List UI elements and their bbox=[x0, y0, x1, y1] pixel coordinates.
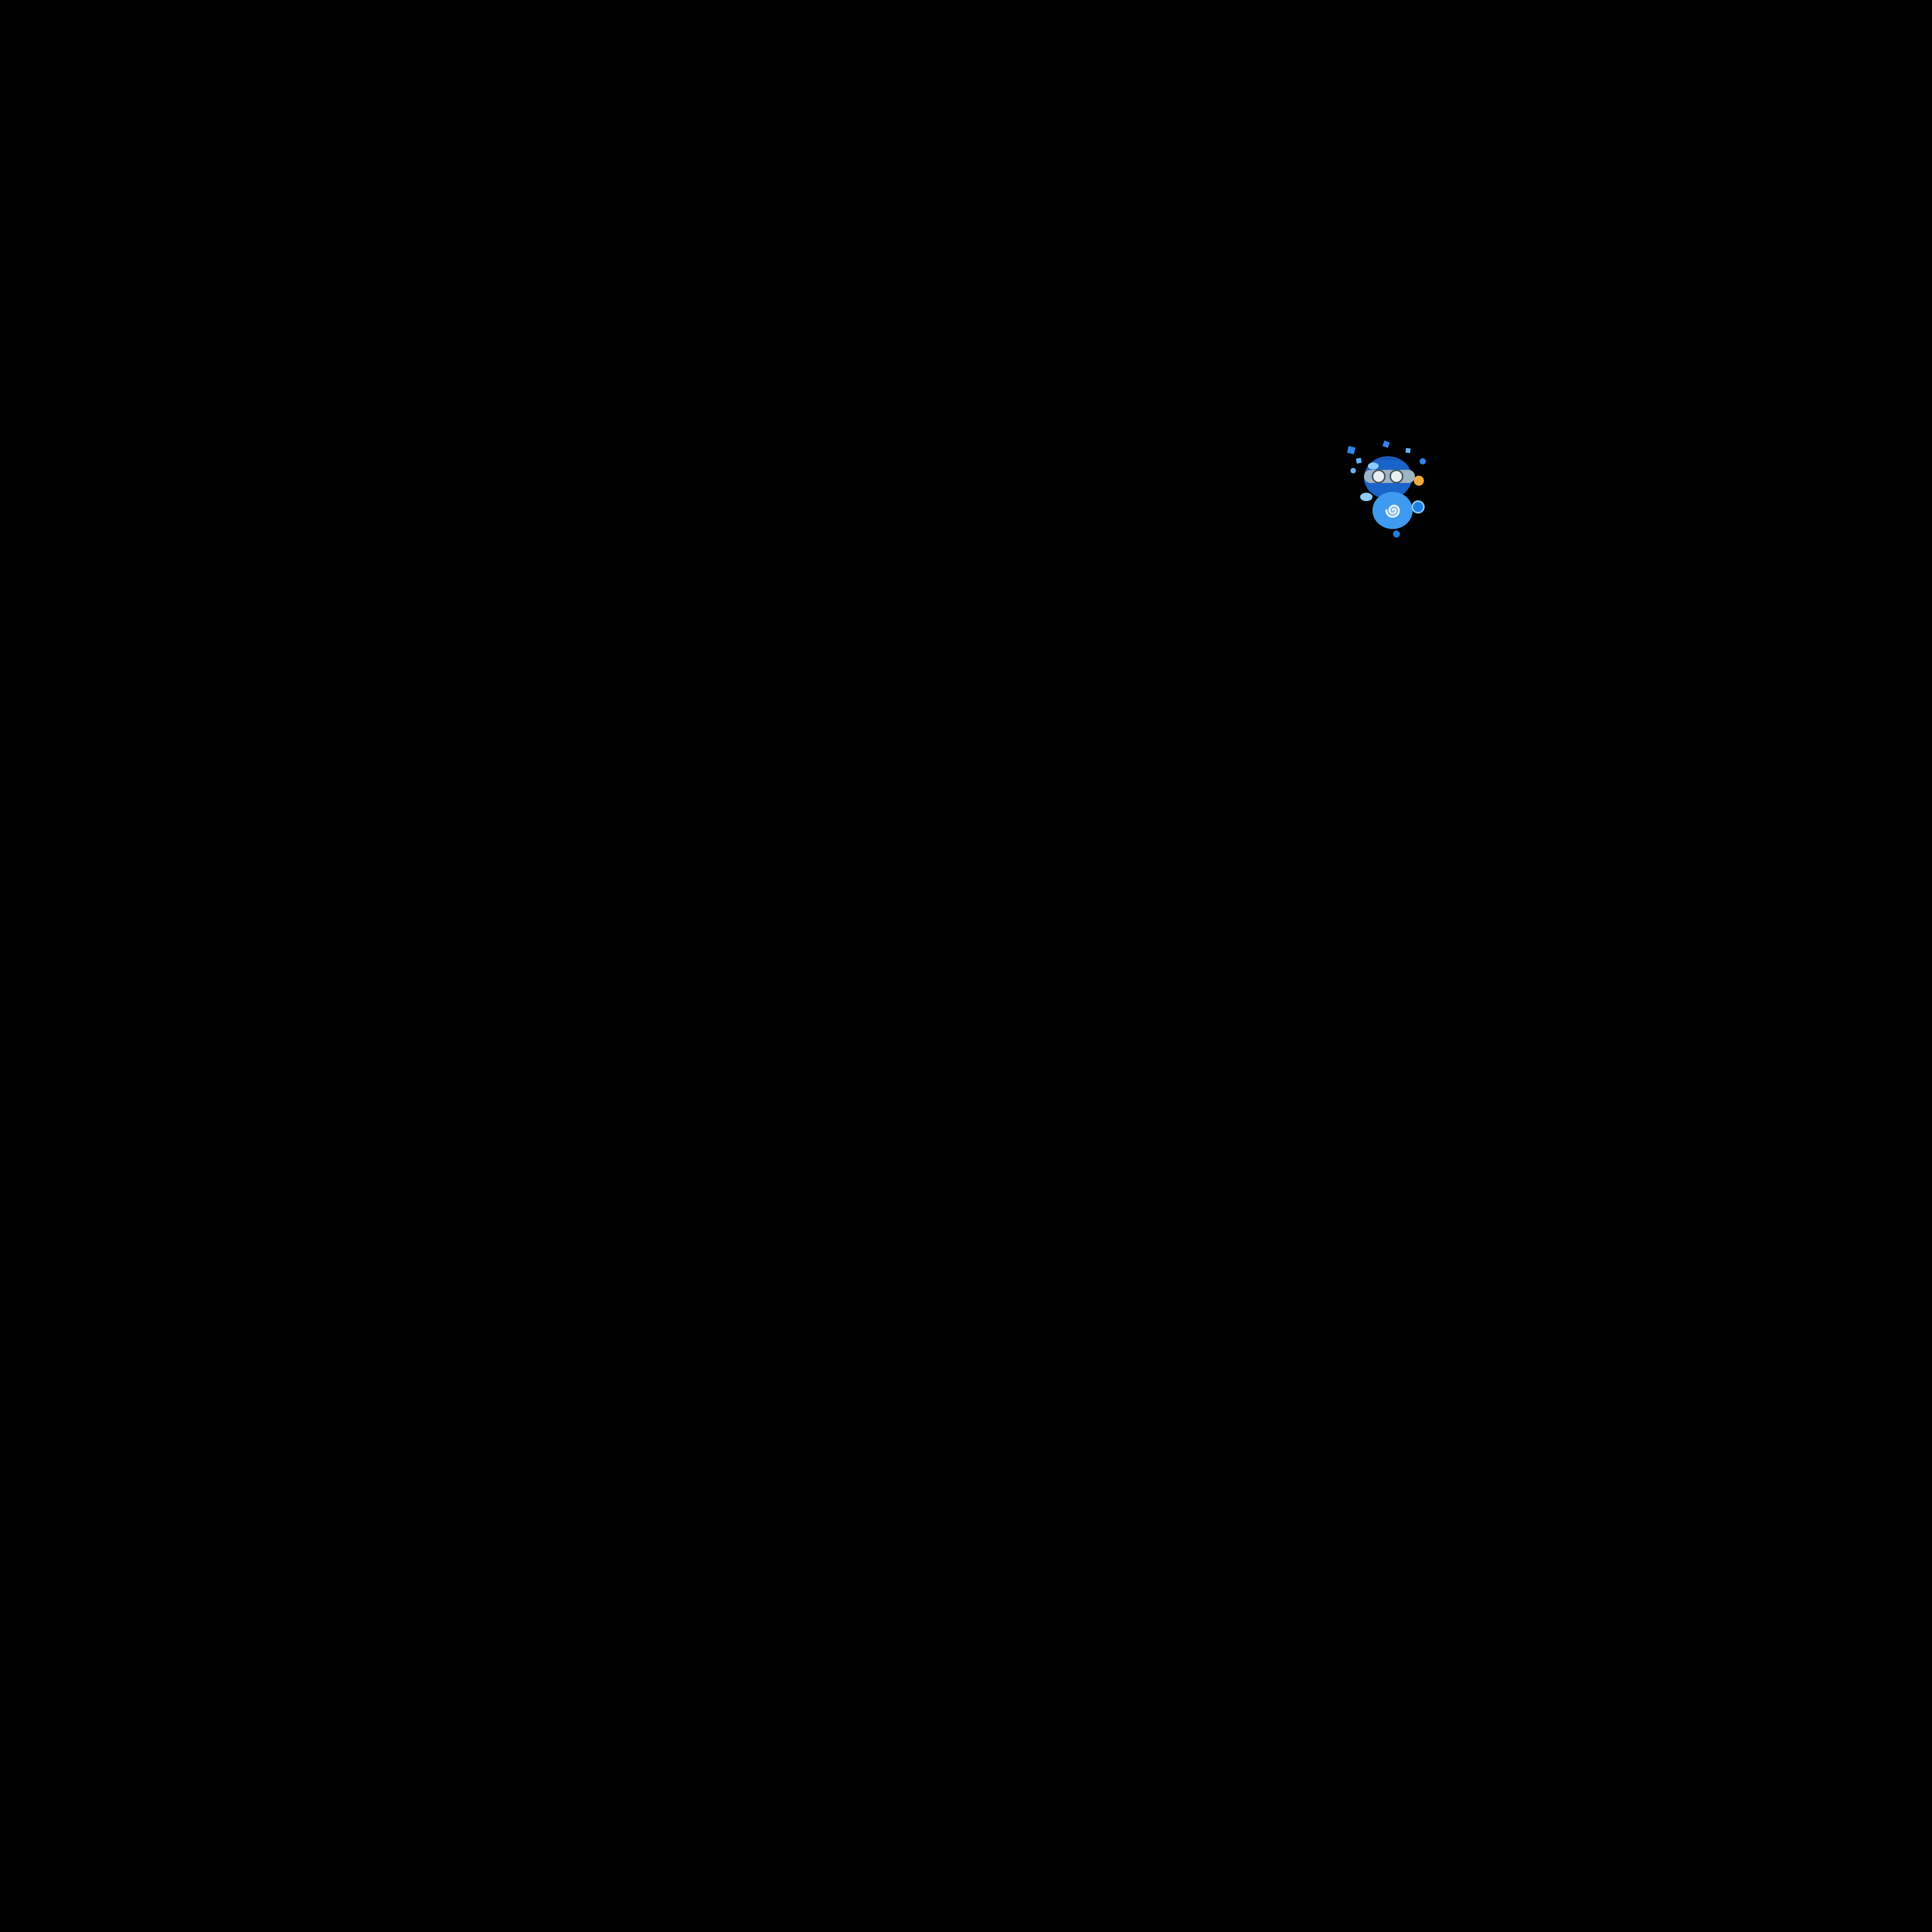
particle-square-icon bbox=[1382, 440, 1390, 448]
goggle-lens-right bbox=[1389, 469, 1403, 483]
particle-dot-icon bbox=[1350, 468, 1356, 473]
creature-head-highlight bbox=[1368, 463, 1379, 469]
particle-square-icon bbox=[1355, 457, 1362, 464]
sprite-container[interactable] bbox=[1342, 439, 1435, 539]
droplet-icon bbox=[1393, 531, 1400, 537]
creature-hand bbox=[1360, 493, 1372, 501]
goggle-lens-left bbox=[1372, 469, 1386, 483]
belly-swirl bbox=[1385, 505, 1400, 518]
particle-dot-icon bbox=[1420, 458, 1426, 464]
bubble-particle-icon bbox=[1412, 500, 1425, 514]
particle-square-icon bbox=[1405, 448, 1411, 453]
particle-square-icon bbox=[1347, 446, 1355, 454]
creature-head-shade bbox=[1366, 458, 1410, 466]
blue-creature-sprite bbox=[1347, 440, 1426, 537]
beak-dot bbox=[1414, 476, 1424, 486]
